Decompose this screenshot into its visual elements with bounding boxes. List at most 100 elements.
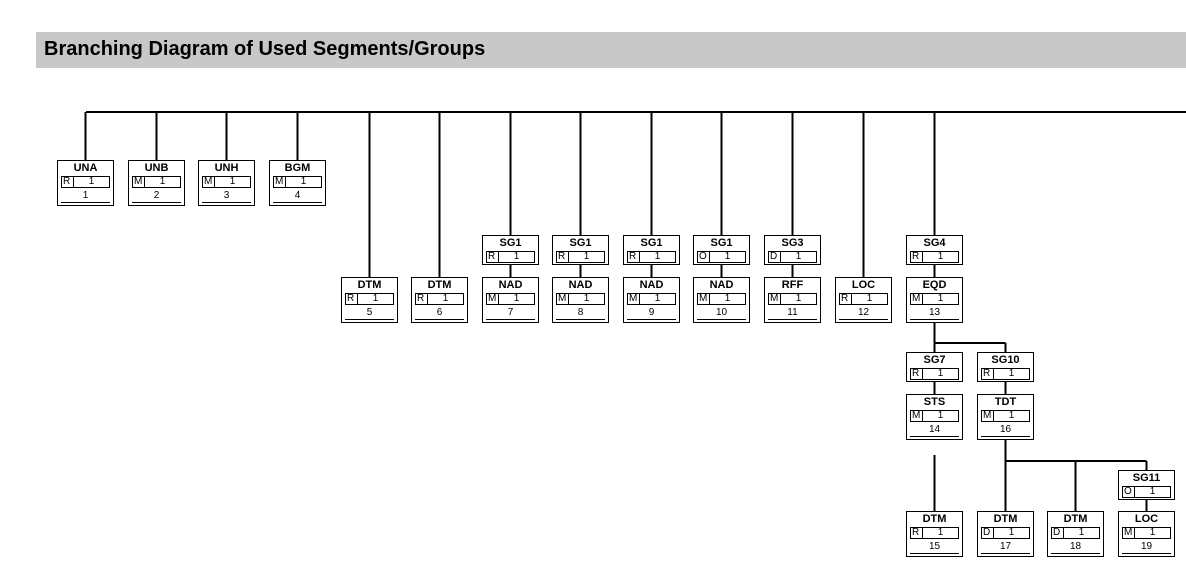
segment-name: DTM [993, 513, 1018, 525]
repetition-count: 1 [937, 293, 944, 304]
group-name: SG4 [923, 237, 946, 249]
repetition-count: 1 [724, 251, 731, 262]
repetition-count: 1 [866, 293, 873, 304]
segment-name: BGM [284, 162, 311, 174]
segment-number: 13 [910, 306, 959, 320]
segment-name: NAD [498, 279, 523, 291]
status-flag: R [841, 294, 852, 304]
segment-name: UNA [73, 162, 98, 174]
segment-number: 16 [981, 423, 1030, 437]
status-flag: R [629, 252, 640, 262]
repetition-count: 1 [1008, 368, 1015, 379]
segment-name: LOC [851, 279, 876, 291]
segment-name: RFF [781, 279, 804, 291]
segment-name: DTM [357, 279, 382, 291]
status-flag: D [770, 252, 781, 262]
repetition-count: 1 [583, 293, 590, 304]
status-flag: M [488, 294, 499, 304]
segment-number: 17 [981, 540, 1030, 554]
status-flag: M [912, 294, 923, 304]
status-flag: M [134, 177, 145, 187]
segment-number: 4 [273, 189, 322, 203]
repetition-count: 1 [1008, 410, 1015, 421]
segment-name: NAD [709, 279, 734, 291]
segment-number: 2 [132, 189, 181, 203]
status-flag: M [1124, 528, 1135, 538]
segment-name: UNB [144, 162, 169, 174]
repetition-count: 1 [795, 293, 802, 304]
status-flag: O [1124, 487, 1135, 497]
group-name: SG1 [640, 237, 663, 249]
status-flag: R [558, 252, 569, 262]
segment-number: 6 [415, 306, 464, 320]
segment-number: 12 [839, 306, 888, 320]
segment-name: TDT [994, 396, 1017, 408]
status-flag: R [912, 528, 923, 538]
segment-number: 19 [1122, 540, 1171, 554]
group-name: SG7 [923, 354, 946, 366]
repetition-count: 1 [583, 251, 590, 262]
segment-name: STS [923, 396, 946, 408]
status-flag: R [983, 369, 994, 379]
status-flag: R [63, 177, 74, 187]
status-flag: R [347, 294, 358, 304]
repetition-count: 1 [88, 176, 95, 187]
segment-number: 11 [768, 306, 817, 320]
segment-name: EQD [922, 279, 947, 291]
repetition-count: 1 [159, 176, 166, 187]
segment-name: NAD [568, 279, 593, 291]
title-bar: Branching Diagram of Used Segments/Group… [36, 32, 1186, 68]
segment-box-s-2: UNB M 1 2 [128, 160, 185, 206]
segment-box-s-13: EQD M 1 13 [906, 277, 963, 323]
page-title: Branching Diagram of Used Segments/Group… [44, 38, 486, 60]
status-flag: D [1053, 528, 1064, 538]
segment-name: NAD [639, 279, 664, 291]
status-flag: O [699, 252, 710, 262]
repetition-count: 1 [1078, 527, 1085, 538]
group-name: SG3 [781, 237, 804, 249]
status-flag: R [417, 294, 428, 304]
group-name: SG11 [1132, 472, 1161, 484]
segment-number: 8 [556, 306, 605, 320]
repetition-count: 1 [513, 251, 520, 262]
segment-number: 10 [697, 306, 746, 320]
status-flag: R [912, 252, 923, 262]
repetition-count: 1 [937, 368, 944, 379]
segment-number: 5 [345, 306, 394, 320]
repetition-count: 1 [795, 251, 802, 262]
group-name: SG10 [991, 354, 1020, 366]
segment-name: DTM [427, 279, 452, 291]
